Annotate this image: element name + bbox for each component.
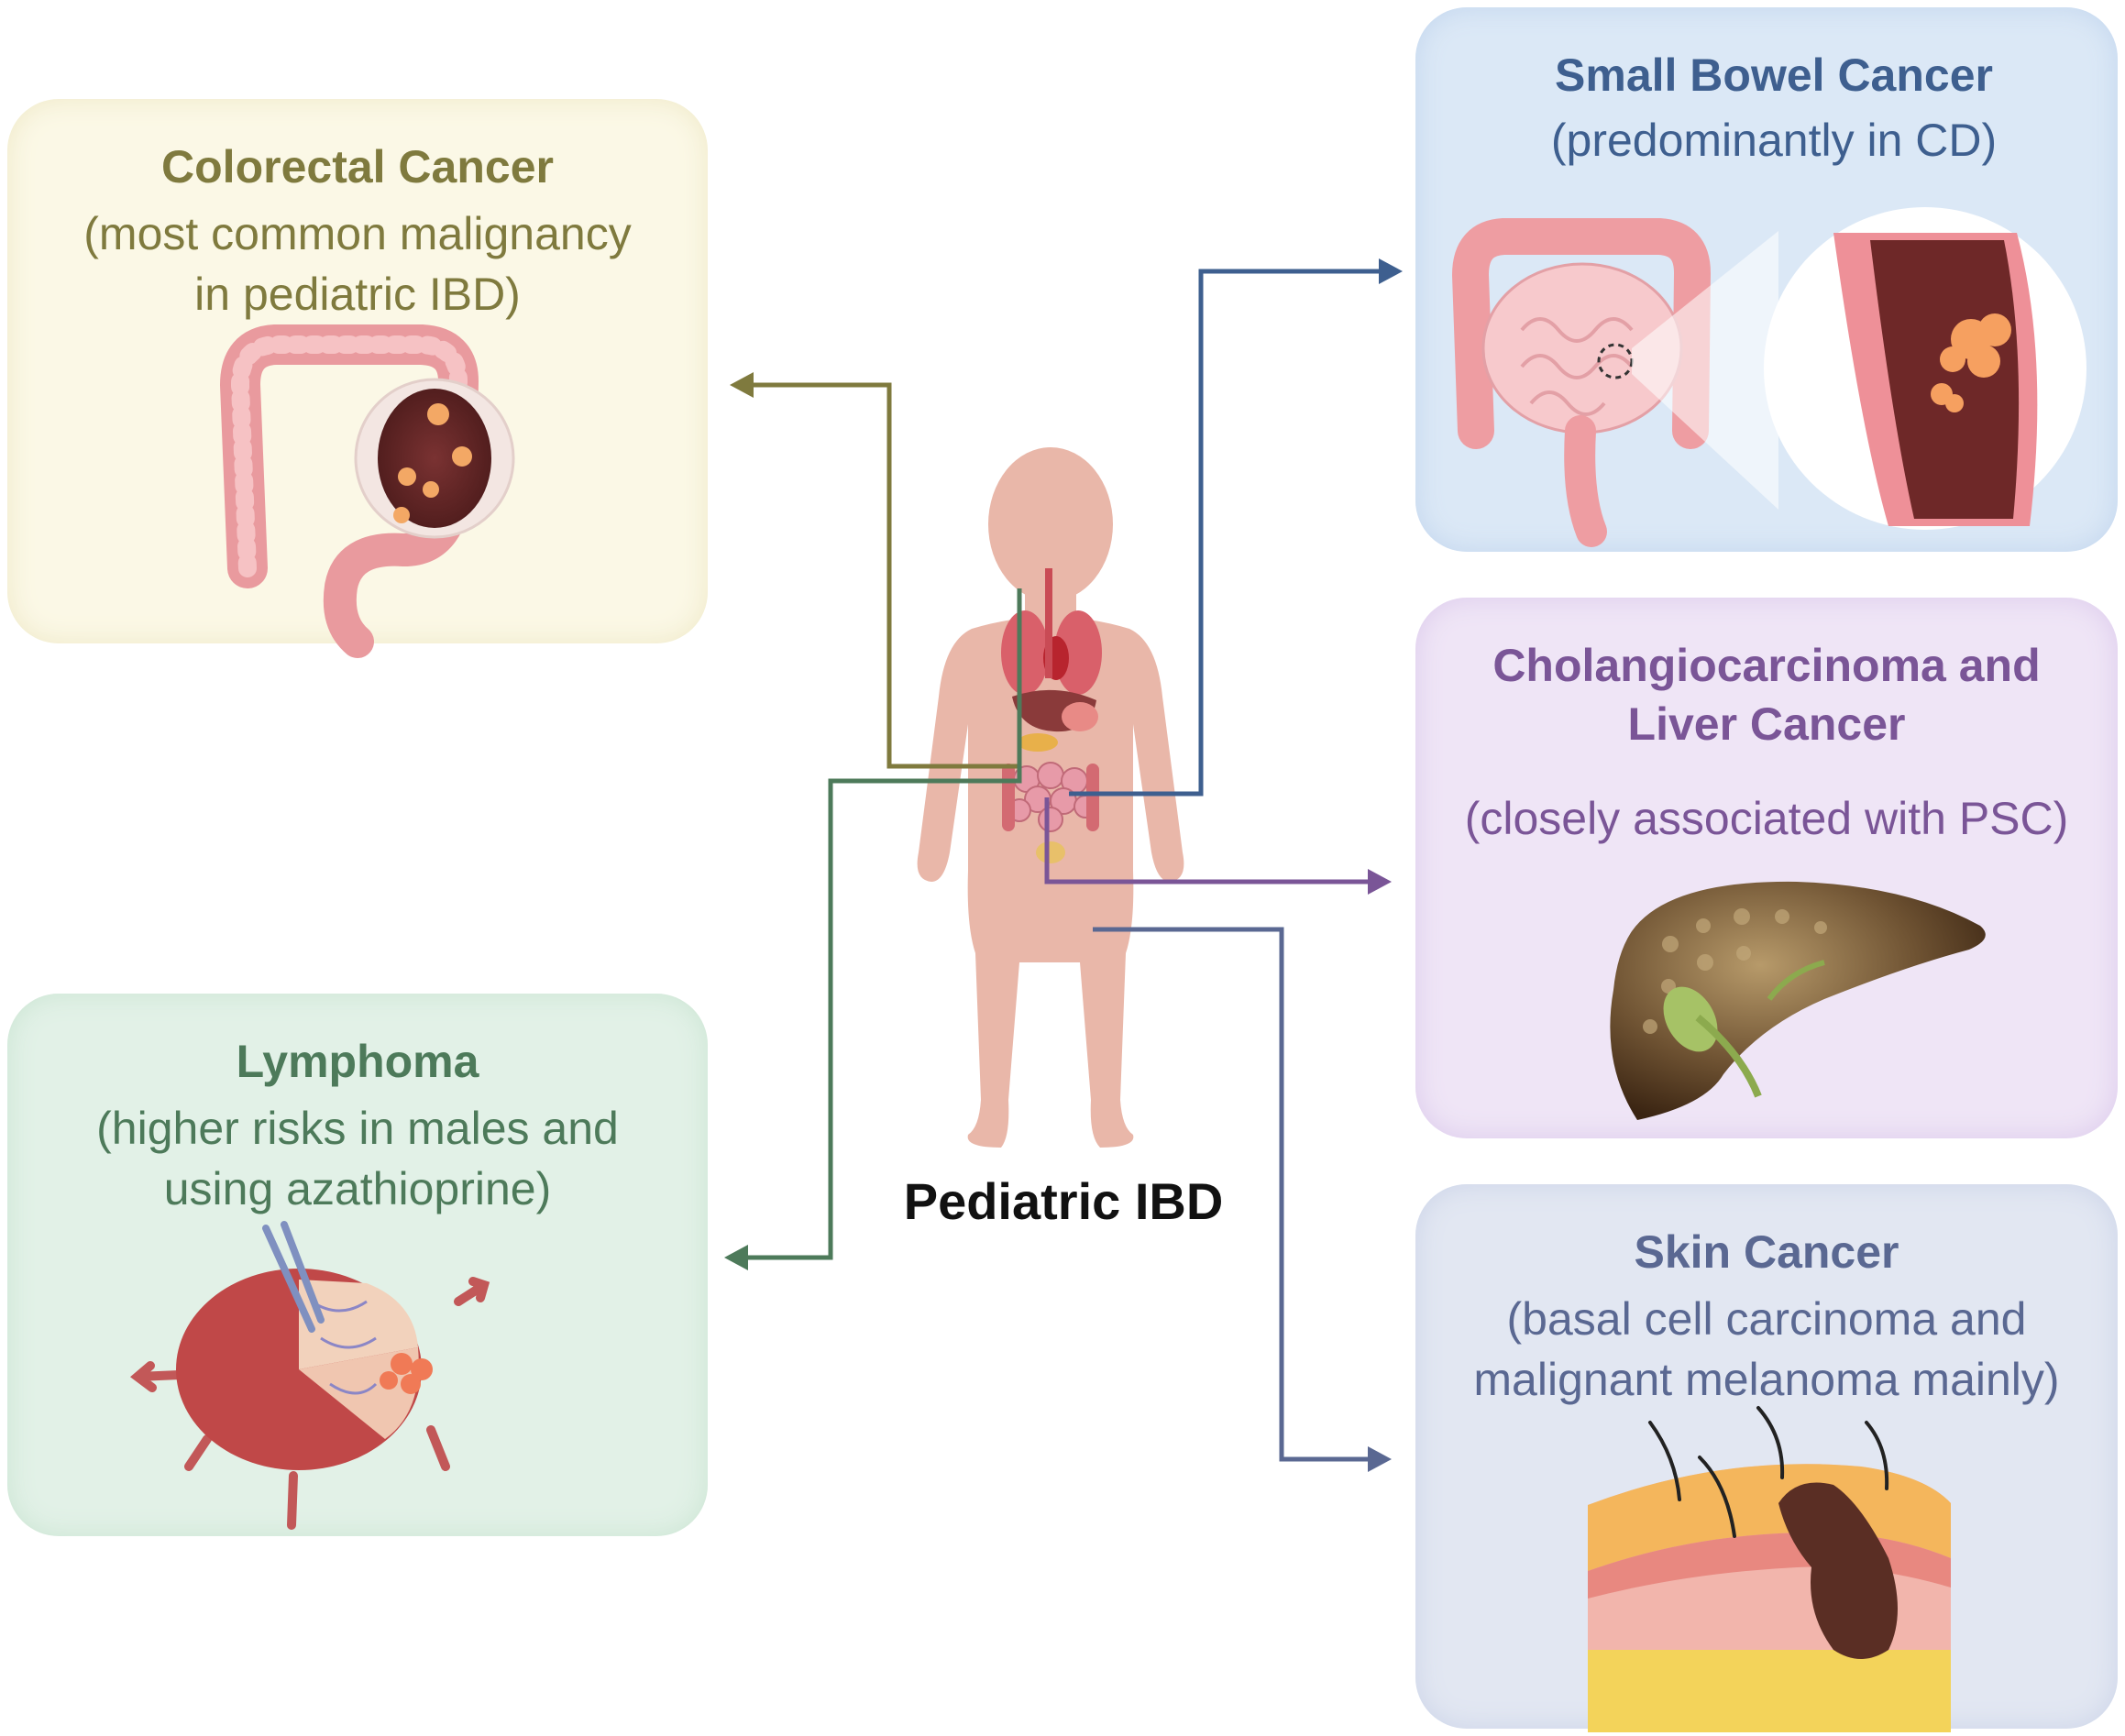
lymphoma-arrowhead — [724, 1245, 748, 1270]
small-bowel-text: Small Bowel Cancer (predominantly in CD) — [1476, 46, 2072, 170]
cholangio-connector — [1044, 797, 1375, 884]
small-bowel-connector — [1069, 269, 1386, 797]
organs-illustration — [1001, 568, 1102, 863]
skin-illustration — [1588, 1406, 1951, 1732]
cholangio-subtitle: (closely associated with PSC) — [1464, 793, 2069, 844]
colorectal-subtitle-line-2: in pediatric IBD) — [194, 269, 521, 320]
skin-subtitle-line-1: (basal cell carcinoma and — [1506, 1293, 2027, 1345]
colorectal-connector — [746, 382, 1019, 769]
colon-illustration — [219, 324, 515, 658]
cholangio-arrowhead — [1368, 869, 1392, 895]
lymph-node-illustration — [130, 1221, 490, 1530]
center-label: Pediatric IBD — [903, 1172, 1224, 1230]
lymphoma-title: Lymphoma — [236, 1036, 479, 1087]
small-bowel-title: Small Bowel Cancer — [1555, 49, 1993, 101]
cholangio-title-line-2: Liver Cancer — [1627, 698, 1906, 750]
cholangio-title-line-1: Cholangiocarcinoma and — [1492, 640, 2041, 691]
lymphoma-connector — [743, 588, 1022, 1260]
skin-text: Skin Cancer (basal cell carcinoma and ma… — [1415, 1223, 2118, 1410]
lymphoma-subtitle-line-2: using azathioprine) — [163, 1163, 552, 1214]
colorectal-subtitle-line-1: (most common malignancy — [83, 208, 632, 259]
skin-title: Skin Cancer — [1634, 1226, 1899, 1278]
small-bowel-illustration — [1451, 207, 2086, 547]
skin-connector — [1093, 927, 1375, 1462]
skin-subtitle-line-2: malignant melanoma mainly) — [1473, 1354, 2060, 1405]
connectors — [724, 258, 1403, 1472]
colorectal-text: Colorectal Cancer (most common malignanc… — [7, 137, 708, 324]
colorectal-title: Colorectal Cancer — [161, 141, 554, 192]
liver-illustration — [1610, 881, 1986, 1120]
skin-arrowhead — [1368, 1446, 1392, 1472]
small-bowel-arrowhead — [1379, 258, 1403, 284]
cholangio-text: Cholangiocarcinoma and Liver Cancer (clo… — [1430, 636, 2103, 849]
colorectal-arrowhead — [730, 372, 754, 398]
small-bowel-subtitle: (predominantly in CD) — [1550, 115, 1998, 166]
panel-cholangio — [1415, 598, 2118, 1138]
lymphoma-text: Lymphoma (higher risks in males and usin… — [7, 1032, 708, 1219]
lymphoma-subtitle-line-1: (higher risks in males and — [96, 1103, 619, 1154]
